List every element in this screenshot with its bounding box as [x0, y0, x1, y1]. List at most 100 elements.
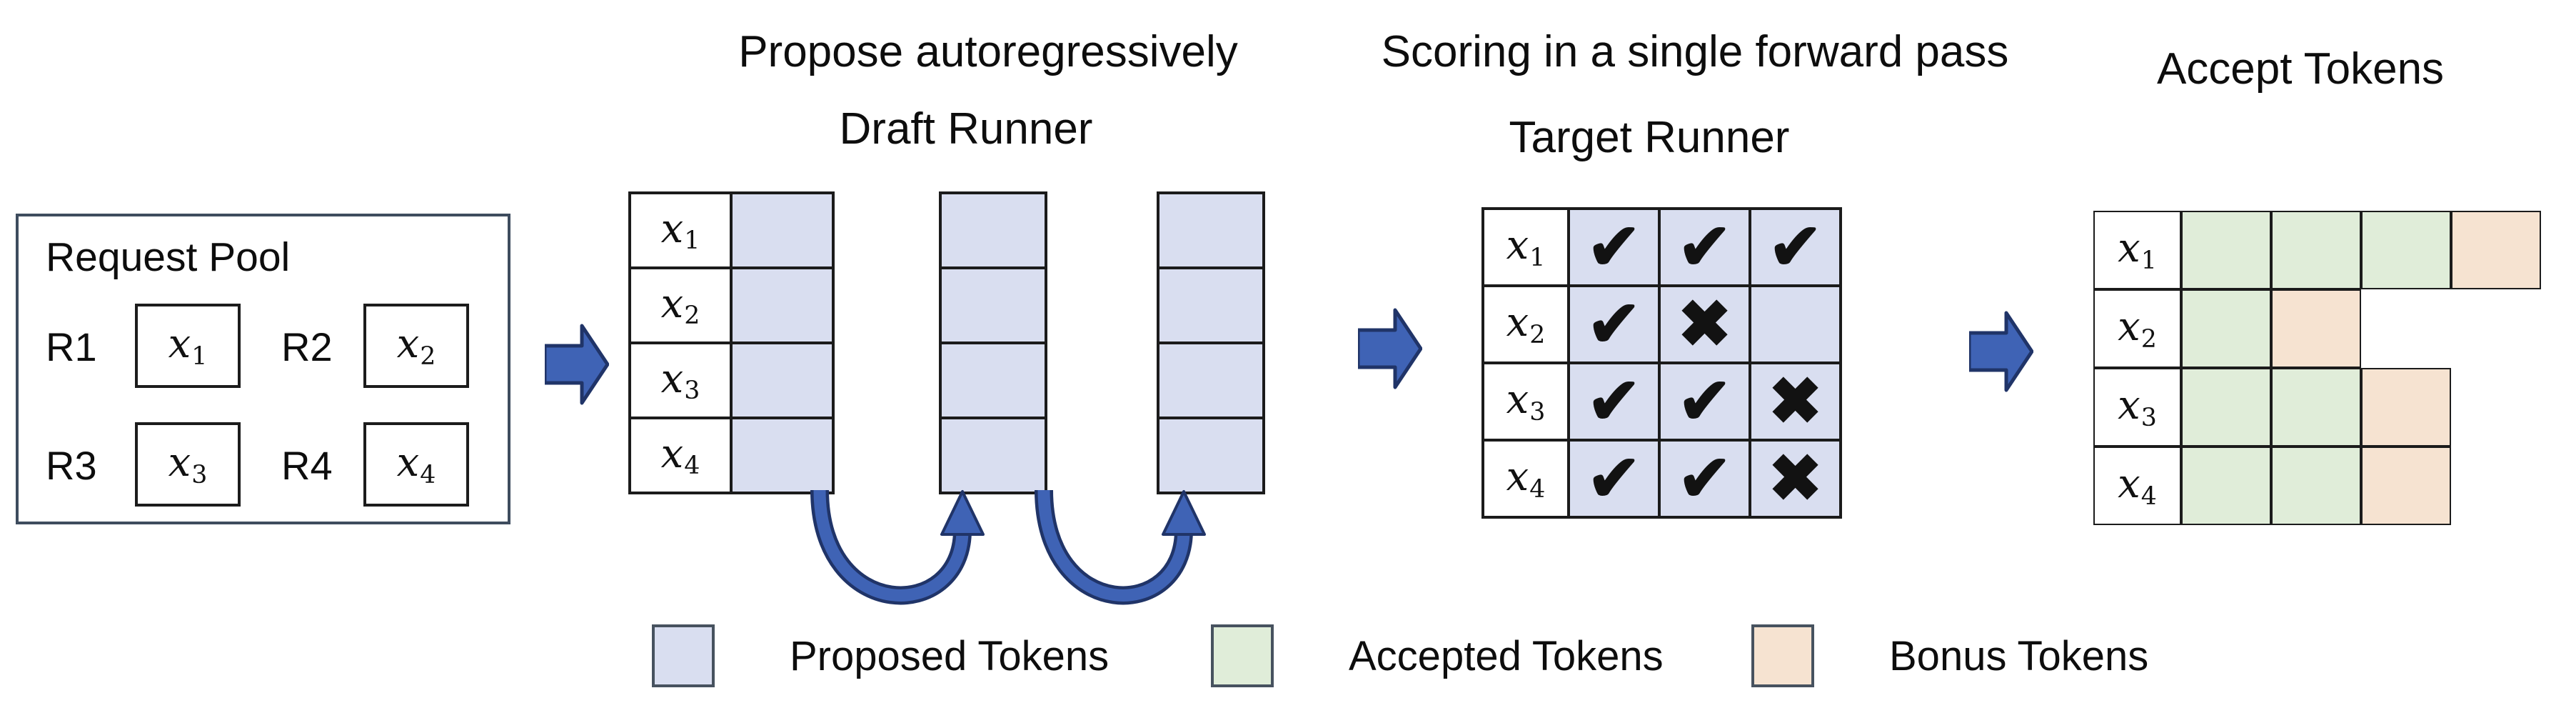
legend-item-proposed: Proposed Tokens — [652, 623, 1109, 689]
request-token-box: x2 — [363, 304, 469, 388]
arrow-pool-to-draft — [545, 324, 609, 405]
draft-proposed-cell — [940, 343, 1046, 418]
check-icon: ✔ — [1586, 440, 1642, 517]
target-score-cell: ✖ — [1659, 286, 1750, 363]
request-token-box: x1 — [135, 304, 241, 388]
request-token-box: x3 — [135, 422, 241, 507]
token-label: x1 — [168, 321, 208, 371]
legend-label: Accepted Tokens — [1349, 632, 1664, 679]
target-score-cell: ✔ — [1569, 286, 1659, 363]
draft-grid-row: x4 — [630, 418, 833, 493]
cross-icon: ✖ — [1767, 440, 1823, 517]
target-score-cell: ✔ — [1659, 440, 1750, 517]
accepted-token-cell — [2271, 447, 2361, 525]
target-token-label-cell: x4 — [1483, 440, 1569, 517]
token-label: x3 — [2118, 382, 2157, 432]
draft-grid-row — [940, 343, 1046, 418]
draft-grid-row: x3 — [630, 343, 833, 418]
draft-proposed-cell — [1158, 193, 1264, 268]
target-token-label-cell: x3 — [1483, 363, 1569, 440]
draft-grid-labeled: x1 x2 x3 x4 — [628, 191, 835, 494]
token-label: x4 — [660, 430, 700, 481]
draft-token-label-cell: x4 — [630, 418, 731, 493]
draft-grid-row — [940, 193, 1046, 268]
loop-arrow-1 — [810, 489, 985, 605]
bonus-token-cell — [2361, 368, 2451, 447]
request-id-label: R1 — [46, 324, 97, 369]
check-icon: ✔ — [1676, 209, 1733, 285]
request-id-label: R4 — [281, 443, 333, 488]
token-label: x1 — [660, 205, 700, 256]
cross-icon: ✖ — [1676, 286, 1733, 362]
draft-grid-row: x1 — [630, 193, 833, 268]
draft-token-label-cell: x2 — [630, 268, 731, 343]
accept-grid-row: x3 — [2093, 368, 2541, 447]
arrow-target-to-accept — [1969, 311, 2033, 392]
token-label: x2 — [660, 280, 700, 331]
token-label: x3 — [1506, 377, 1546, 427]
request-id-label: R2 — [281, 324, 333, 369]
accepted-token-cell — [2361, 211, 2451, 289]
token-label: x4 — [2118, 461, 2157, 511]
bonus-token-cell — [2451, 211, 2541, 289]
target-token-label-cell: x1 — [1483, 209, 1569, 286]
draft-grid-row — [940, 418, 1046, 493]
title-scoring: Scoring in a single forward pass — [1381, 27, 2009, 76]
target-grid-row: x2✔ ✖ — [1483, 286, 1841, 363]
check-icon: ✔ — [1586, 209, 1642, 285]
target-grid-row: x1✔✔✔ — [1483, 209, 1841, 286]
accept-token-label-cell: x3 — [2093, 368, 2181, 447]
request-pool-title: Request Pool — [46, 234, 291, 280]
draft-proposed-cell — [1158, 343, 1264, 418]
title-accept-tokens: Accept Tokens — [2156, 44, 2445, 94]
legend-item-bonus: Bonus Tokens — [1751, 623, 2148, 689]
check-icon: ✔ — [1676, 440, 1733, 517]
target-grid-row: x3✔✔✖ — [1483, 363, 1841, 440]
draft-grid-row: x2 — [630, 268, 833, 343]
legend-swatch-accepted — [1211, 624, 1274, 687]
autoregressive-loop-arrows — [810, 489, 1206, 605]
check-icon: ✔ — [1676, 363, 1733, 439]
title-draft-runner: Draft Runner — [839, 104, 1093, 154]
legend-label: Proposed Tokens — [790, 632, 1110, 679]
draft-proposed-cell — [1158, 418, 1264, 493]
check-icon: ✔ — [1767, 209, 1823, 285]
request-token-box: x4 — [363, 422, 469, 507]
check-icon: ✔ — [1586, 363, 1642, 439]
accepted-token-cell — [2181, 368, 2271, 447]
target-score-cell — [1750, 286, 1841, 363]
draft-proposed-cell — [940, 268, 1046, 343]
draft-proposed-cell — [1158, 268, 1264, 343]
accept-token-label-cell: x4 — [2093, 447, 2181, 525]
accepted-token-cell — [2181, 211, 2271, 289]
token-label: x3 — [660, 355, 700, 406]
accept-grid-row: x4 — [2093, 447, 2541, 525]
draft-proposed-cell — [731, 268, 833, 343]
title-propose-autoregressively: Propose autoregressively — [738, 27, 1238, 76]
legend-swatch-bonus — [1751, 624, 1814, 687]
accepted-token-cell — [2271, 211, 2361, 289]
token-label: x2 — [2118, 304, 2157, 354]
accepted-token-cell — [2181, 289, 2271, 368]
draft-grid-row — [1158, 343, 1264, 418]
title-target-runner: Target Runner — [1509, 113, 1790, 162]
draft-grid-row — [1158, 418, 1264, 493]
accepted-token-cell — [2271, 368, 2361, 447]
target-score-cell: ✖ — [1750, 440, 1841, 517]
bonus-token-cell — [2361, 447, 2451, 525]
legend-label: Bonus Tokens — [1889, 632, 2149, 679]
target-score-cell: ✔ — [1659, 363, 1750, 440]
accepted-token-cell — [2181, 447, 2271, 525]
target-score-cell: ✔ — [1569, 209, 1659, 286]
accept-token-label-cell: x2 — [2093, 289, 2181, 368]
check-icon: ✔ — [1586, 286, 1642, 362]
draft-proposed-cell — [731, 418, 833, 493]
token-label: x4 — [396, 439, 436, 489]
accept-grid-row: x2 — [2093, 289, 2541, 368]
target-token-label-cell: x2 — [1483, 286, 1569, 363]
token-label: x3 — [168, 439, 208, 489]
request-id-label: R3 — [46, 443, 97, 488]
legend-swatch-proposed — [652, 624, 715, 687]
